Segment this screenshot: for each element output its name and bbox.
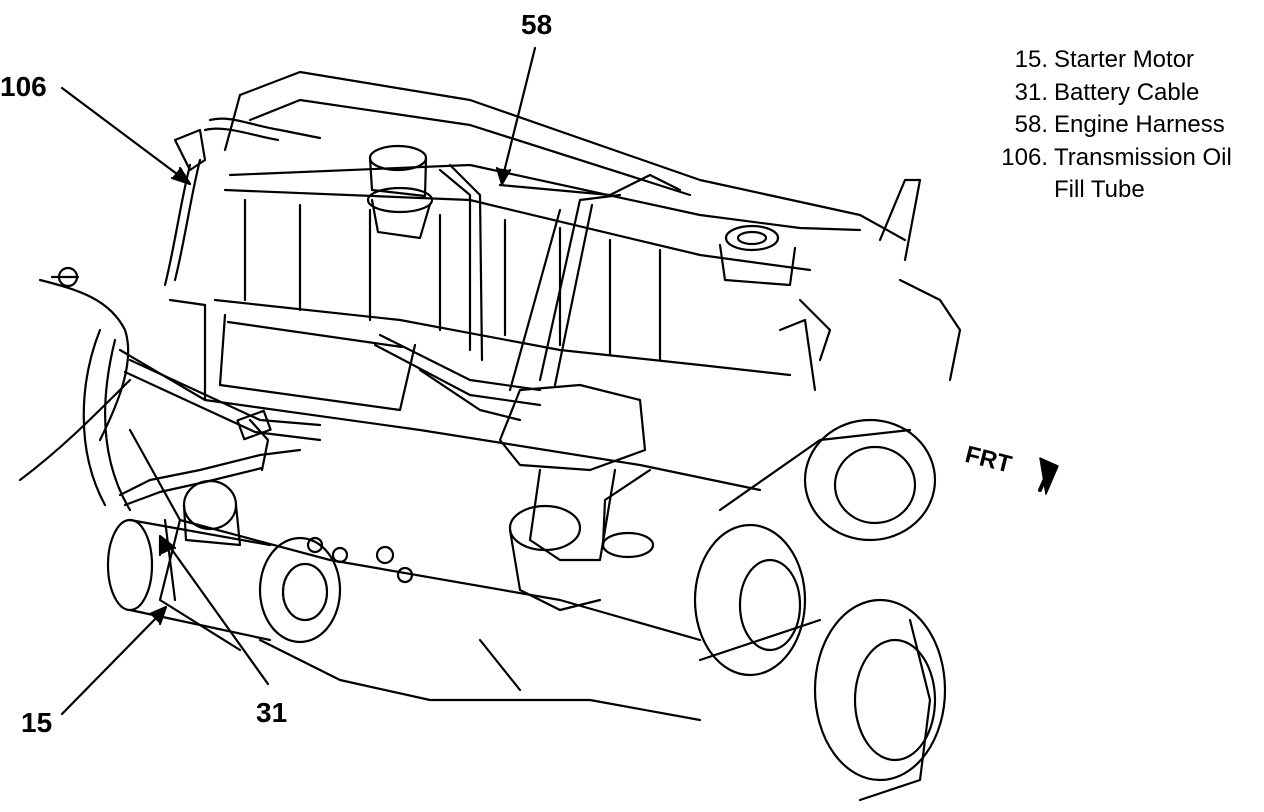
legend-label-continuation: Fill Tube: [1054, 176, 1145, 203]
legend-item: 58. Engine Harness: [985, 109, 1255, 142]
battery-cable: [118, 409, 302, 507]
legend-item: 106. Transmission Oil: [985, 142, 1255, 175]
legend-label: Battery Cable: [1054, 78, 1200, 106]
starter-bolts: [306, 536, 414, 584]
leader-line-15: [60, 605, 168, 716]
legend-item: 15. Starter Motor: [985, 44, 1255, 77]
legend-number: 31.: [1014, 78, 1048, 106]
leader-line-58: [495, 46, 537, 186]
callout-58: 58: [521, 9, 553, 40]
engine-block: [118, 70, 907, 722]
distributor: [498, 383, 655, 612]
legend-number: 58.: [1014, 111, 1048, 138]
leader-line-106: [60, 86, 192, 186]
front-pulleys: [693, 178, 962, 802]
legend-label: Transmission Oil: [1054, 143, 1232, 171]
radiator-cap: [718, 224, 797, 287]
left-wiring-loom: [18, 266, 322, 512]
transmission-fill-tube: [163, 117, 322, 287]
legend-item: 31. Battery Cable: [985, 77, 1255, 110]
legend-label: Starter Motor: [1054, 46, 1195, 73]
callout-15: 15: [21, 707, 53, 738]
callout-31: 31: [256, 697, 288, 728]
oil-filler-cap: [366, 144, 434, 240]
legend-number: 106.: [1001, 143, 1048, 171]
parts-legend: 15. Starter Motor 31. Battery Cable 58. …: [985, 44, 1255, 207]
legend-label: Engine Harness: [1054, 111, 1225, 138]
legend-number: 15.: [1014, 46, 1048, 73]
callout-106: 106: [0, 71, 47, 102]
front-arrow-icon: [1038, 457, 1059, 495]
starter-motor: [106, 479, 342, 644]
leader-line-31: [158, 534, 270, 686]
engine-harness: [373, 163, 682, 422]
